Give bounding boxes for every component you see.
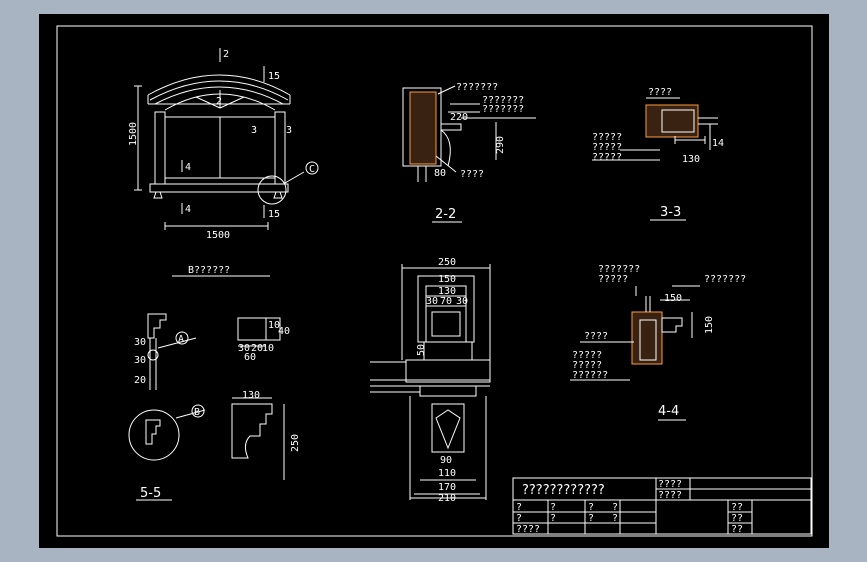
- s22-note2: ???????: [482, 95, 524, 106]
- s33-note1: ????: [648, 87, 672, 98]
- tb-c5: ?: [516, 513, 522, 524]
- s55-dim-130: 130: [242, 390, 260, 401]
- col-dim-210: 210: [438, 493, 456, 504]
- s44-note1: ???????: [598, 264, 640, 275]
- section-4-4: [570, 285, 700, 421]
- col-dim-90: 90: [440, 455, 452, 466]
- s55-dim-30b: 30: [134, 355, 146, 366]
- s55-small-40: 40: [278, 326, 290, 337]
- s55-dim-20: 20: [134, 375, 146, 386]
- section-2-2: [402, 85, 536, 223]
- s44-note3: ???????: [704, 274, 746, 285]
- callout-b: B: [194, 407, 200, 418]
- section-3-3: [592, 97, 718, 221]
- s33-note2: ?????: [592, 132, 622, 143]
- mark-4a: 4: [185, 162, 191, 173]
- tb-c12: ??: [731, 524, 743, 535]
- col-dim-150: 150: [438, 274, 456, 285]
- col-dim-130: 130: [438, 286, 456, 297]
- mark-3b: 3: [286, 125, 292, 136]
- col-dim-170: 170: [438, 482, 456, 493]
- tb-r1a: ????: [658, 479, 682, 490]
- mark-3a: 3: [251, 125, 257, 136]
- s55-small-10b: 10: [268, 320, 280, 331]
- tb-c8: ?: [612, 513, 618, 524]
- s33-dim-14: 14: [712, 138, 724, 149]
- dim-bottom-15: 15: [268, 209, 280, 220]
- dim-top: 2: [223, 49, 229, 60]
- s55-small-60: 60: [244, 352, 256, 363]
- drawing-border: [56, 25, 813, 537]
- tb-c10: ??: [731, 502, 743, 513]
- col-dim-110: 110: [438, 468, 456, 479]
- elevation-caption: B??????: [188, 265, 230, 276]
- col-dim-250: 250: [438, 257, 456, 268]
- s33-note3: ?????: [592, 142, 622, 153]
- callout-a: A: [178, 334, 184, 345]
- arch-mark: 2: [216, 96, 222, 107]
- s55-small-20: 20: [251, 343, 263, 354]
- tb-c2: ?: [550, 502, 556, 513]
- s22-dim-220: 220: [450, 112, 468, 123]
- tb-c6: ?: [550, 513, 556, 524]
- tb-c4: ?: [612, 502, 618, 513]
- tb-r1b: ????: [658, 490, 682, 501]
- col-dim-70: 70: [440, 296, 452, 307]
- column-detail: [370, 264, 491, 500]
- dim-width: 1500: [206, 230, 230, 241]
- s55-small-30: 30: [238, 343, 250, 354]
- tb-c9: ????: [516, 524, 540, 535]
- col-dim-50: 50: [416, 344, 427, 356]
- tb-c1: ?: [516, 502, 522, 513]
- s55-small-10: 10: [262, 343, 274, 354]
- col-dim-30b: 30: [456, 296, 468, 307]
- callout-c: C: [309, 164, 315, 175]
- s22-note1: ???????: [456, 82, 498, 93]
- s22-note3: ???????: [482, 104, 524, 115]
- s44-dim-150b: 150: [704, 316, 715, 334]
- s44-note6: ?????: [572, 360, 602, 371]
- s33-dim-130: 130: [682, 154, 700, 165]
- tb-c3: ?: [588, 502, 594, 513]
- s33-title: 3-3: [660, 205, 681, 220]
- dim-height: 1500: [128, 122, 139, 146]
- title-block: [512, 477, 812, 535]
- s33-note4: ?????: [592, 152, 622, 163]
- s55-dim-250: 250: [290, 434, 301, 452]
- s22-dim-290: 290: [495, 136, 506, 154]
- s44-title: 4-4: [658, 404, 679, 419]
- s44-dim-150a: 150: [664, 293, 682, 304]
- s22-note4: ????: [460, 169, 484, 180]
- tb-c11: ??: [731, 513, 743, 524]
- s22-title: 2-2: [435, 207, 456, 222]
- tb-c7: ?: [588, 513, 594, 524]
- s44-note7: ??????: [572, 370, 608, 381]
- s44-note2: ?????: [598, 274, 628, 285]
- section-5-5: [128, 313, 285, 501]
- front-elevation: [134, 48, 319, 277]
- s44-note4: ????: [584, 331, 608, 342]
- s44-note5: ?????: [572, 350, 602, 361]
- col-dim-30a: 30: [426, 296, 438, 307]
- mark-4b: 4: [185, 204, 191, 215]
- s55-title: 5-5: [140, 486, 161, 501]
- project-title: ????????????: [522, 483, 605, 498]
- s55-dim-30a: 30: [134, 337, 146, 348]
- s22-dim-80: 80: [434, 168, 446, 179]
- dim-right-15: 15: [268, 71, 280, 82]
